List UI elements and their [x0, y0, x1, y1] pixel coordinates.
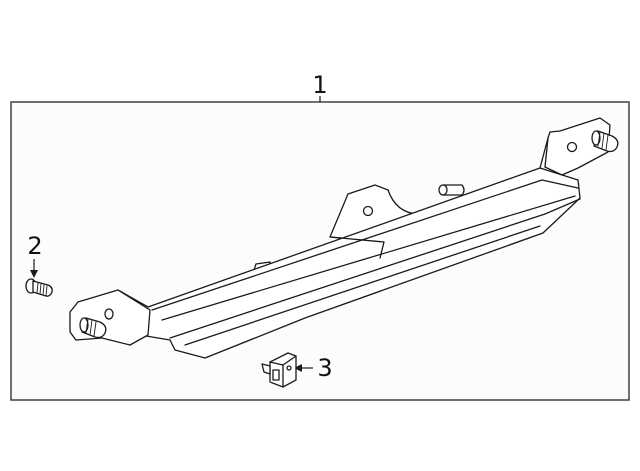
- callout-3-label[interactable]: 3: [317, 354, 332, 382]
- screw-icon[interactable]: [25, 278, 53, 297]
- brake-lamp-assembly-icon[interactable]: [69, 117, 619, 359]
- callout-2-label[interactable]: 2: [27, 232, 42, 260]
- callout-1-label[interactable]: 1: [312, 71, 327, 99]
- callout-3-arrow: [294, 364, 313, 372]
- connector-icon[interactable]: [261, 352, 297, 388]
- callout-2-arrow: [30, 259, 38, 278]
